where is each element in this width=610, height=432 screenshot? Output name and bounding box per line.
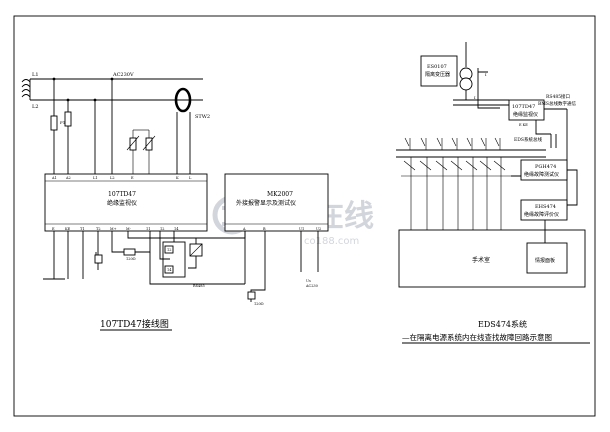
terminal-label: M- xyxy=(126,227,132,231)
terminal-label: L xyxy=(189,176,192,180)
resistor-2 xyxy=(247,291,256,300)
ehs-title: EHS474 xyxy=(535,204,556,210)
supply-out-2: AC230 xyxy=(305,284,318,288)
feeder-lines xyxy=(401,137,511,230)
resistor-label-1: 120Ω xyxy=(126,257,136,261)
right-caption-1: EDS474系统 xyxy=(478,319,527,329)
monitor-subtitle: 绝缘监视仪 xyxy=(107,199,137,207)
test-element-1 xyxy=(129,137,137,151)
bus-label: RS485 xyxy=(193,284,205,288)
drawing-frame xyxy=(13,15,596,417)
resistor-1 xyxy=(123,248,136,256)
ehs-device-box xyxy=(520,199,568,221)
terminal-label: E xyxy=(131,176,134,180)
terminal-label: U1 xyxy=(299,227,304,231)
test-element-2 xyxy=(145,137,153,151)
isolation-transformer-box xyxy=(420,55,458,87)
current-sensor-icon xyxy=(174,87,192,113)
terminal-label: 11 xyxy=(146,227,150,231)
terminal-label: L1 xyxy=(93,176,98,180)
room-label: 手术室 xyxy=(472,256,490,264)
terminal-label: 14 xyxy=(174,227,179,231)
fuse-label: F1 xyxy=(60,120,65,125)
pgh-subtitle: 绝缘故障测试仪 xyxy=(524,171,559,178)
transformer-title: ES0107 xyxy=(427,64,447,70)
right-monitor-title: 107TD47 xyxy=(512,104,535,110)
monitor-bottom-terminals: E KE T1 T2 M+ M- 11 12 14 xyxy=(52,227,179,231)
right-monitor-terminal: E KE xyxy=(519,123,528,127)
terminal-label: 12 xyxy=(160,227,164,231)
test-button xyxy=(94,254,103,264)
terminal-label: A xyxy=(242,227,246,231)
terminal-label: U2 xyxy=(316,227,321,231)
left-wiring-diagram: L1 L2 AC230V F1 STW2 A1 A2 xyxy=(21,72,329,331)
remote-bottom-terminals: A B U1 U2 xyxy=(242,227,321,231)
left-caption: 107TD47接线图 xyxy=(100,318,169,330)
terminal-label: L2 xyxy=(110,176,115,180)
supply-label: AC230V xyxy=(112,72,134,78)
sensor-label: STW2 xyxy=(195,114,210,120)
terminal-label: B xyxy=(263,227,266,231)
monitor-top-terminals: A1 A2 L1 L2 E K L xyxy=(51,176,192,180)
line-l1-label: L1 xyxy=(32,72,39,78)
monitor-device-box xyxy=(44,173,208,232)
line-l2-label: L2 xyxy=(32,104,39,110)
panel-label: 情报面板 xyxy=(535,257,555,264)
right-wiring-diagram: ES0107 隔离变压器 I I 107TD47 绝缘监视仪 E KE RS48… xyxy=(396,42,590,344)
ehs-subtitle: 绝缘故障评价仪 xyxy=(524,211,559,218)
coil-icon xyxy=(21,79,31,98)
terminal-label: E xyxy=(52,227,55,231)
current-marker: I xyxy=(485,72,487,77)
watermark-subtext: co188.com xyxy=(304,236,359,247)
pgh-title: PGH474 xyxy=(535,164,556,170)
current-marker-2: I xyxy=(474,95,476,100)
fuse-a1 xyxy=(50,115,58,131)
info-panel-box xyxy=(526,242,568,274)
transformer-coil-icon xyxy=(459,77,473,91)
bus-text-2: BMS总线数字通信 xyxy=(538,100,576,107)
terminal-label: T1 xyxy=(80,227,85,231)
right-monitor-box xyxy=(508,99,545,121)
resistor-label-2: 120Ω xyxy=(254,302,264,306)
terminal-label: KE xyxy=(65,227,71,231)
terminal-label: T2 xyxy=(96,227,101,231)
eds-bus-label: EDS系统总线 xyxy=(514,136,542,143)
supply-out-1: Us xyxy=(306,279,311,283)
right-caption-2: —在隔离电源系统内在线查找故障回路示意图 xyxy=(402,332,552,342)
relay-label-12: 12 xyxy=(167,248,171,252)
transformer-subtitle: 隔离变压器 xyxy=(425,71,450,78)
remote-subtitle: 外接报警显示及测试仪 xyxy=(236,199,296,207)
terminal-label: A2 xyxy=(65,176,71,180)
remote-alarm-box xyxy=(224,173,329,232)
relay-label-14: 14 xyxy=(167,268,172,272)
fuse-a2 xyxy=(64,111,72,127)
remote-title: MK2007 xyxy=(267,191,293,198)
terminal-label: K xyxy=(176,176,179,180)
bus-text-1: RS485接口 xyxy=(546,93,570,100)
terminal-label: M+ xyxy=(110,227,117,231)
monitor-title: 107TD47 xyxy=(108,191,136,198)
terminal-label: A1 xyxy=(51,176,57,180)
right-monitor-subtitle: 绝缘监视仪 xyxy=(513,111,538,118)
